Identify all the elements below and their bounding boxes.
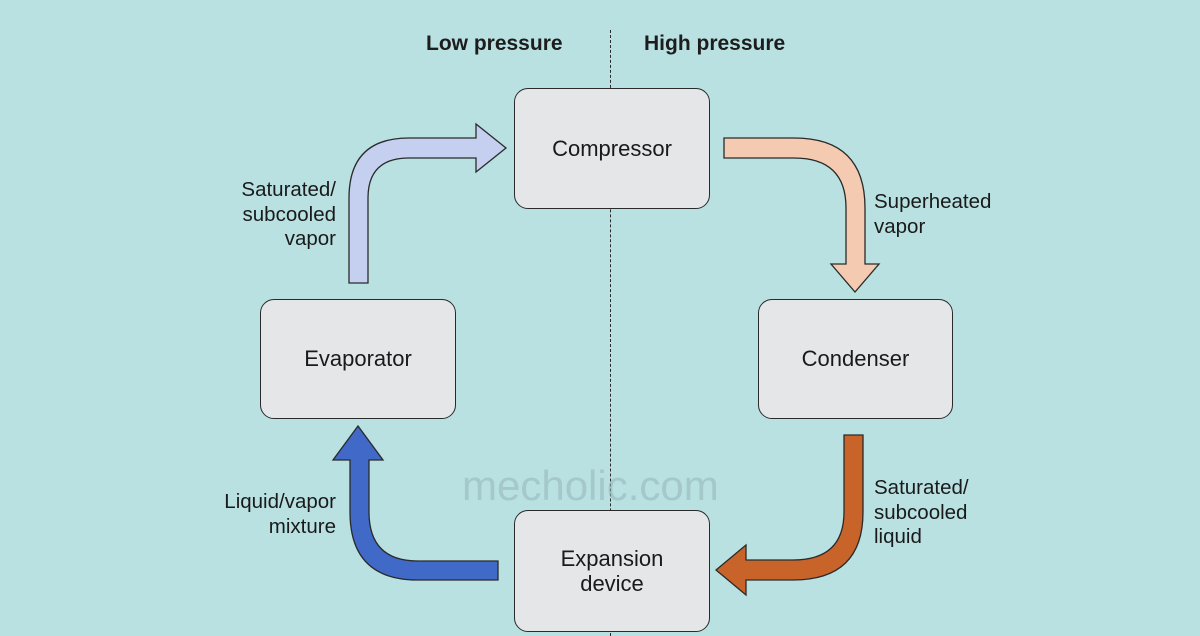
saturated-vapor-label: Saturated/ subcooled vapor — [241, 178, 336, 251]
low-pressure-label: Low pressure — [426, 32, 563, 55]
watermark: mecholic.com — [462, 462, 719, 509]
arrow-liquid — [714, 434, 864, 597]
compressor-box: Compressor — [514, 88, 710, 209]
evaporator-box: Evaporator — [260, 299, 456, 419]
arrow-saturated-vapor — [348, 122, 508, 284]
arrow-superheated-vapor — [723, 137, 881, 293]
liquid-vapor-mixture-label: Liquid/vapor mixture — [224, 490, 336, 538]
saturated-liquid-label: Saturated/ subcooled liquid — [874, 476, 969, 549]
arrow-mixture — [331, 424, 499, 581]
superheated-vapor-label: Superheated vapor — [874, 190, 992, 238]
condenser-box: Condenser — [758, 299, 953, 419]
expansion-device-box: Expansion device — [514, 510, 710, 632]
high-pressure-label: High pressure — [644, 32, 786, 55]
pressure-divider-line — [610, 30, 611, 636]
